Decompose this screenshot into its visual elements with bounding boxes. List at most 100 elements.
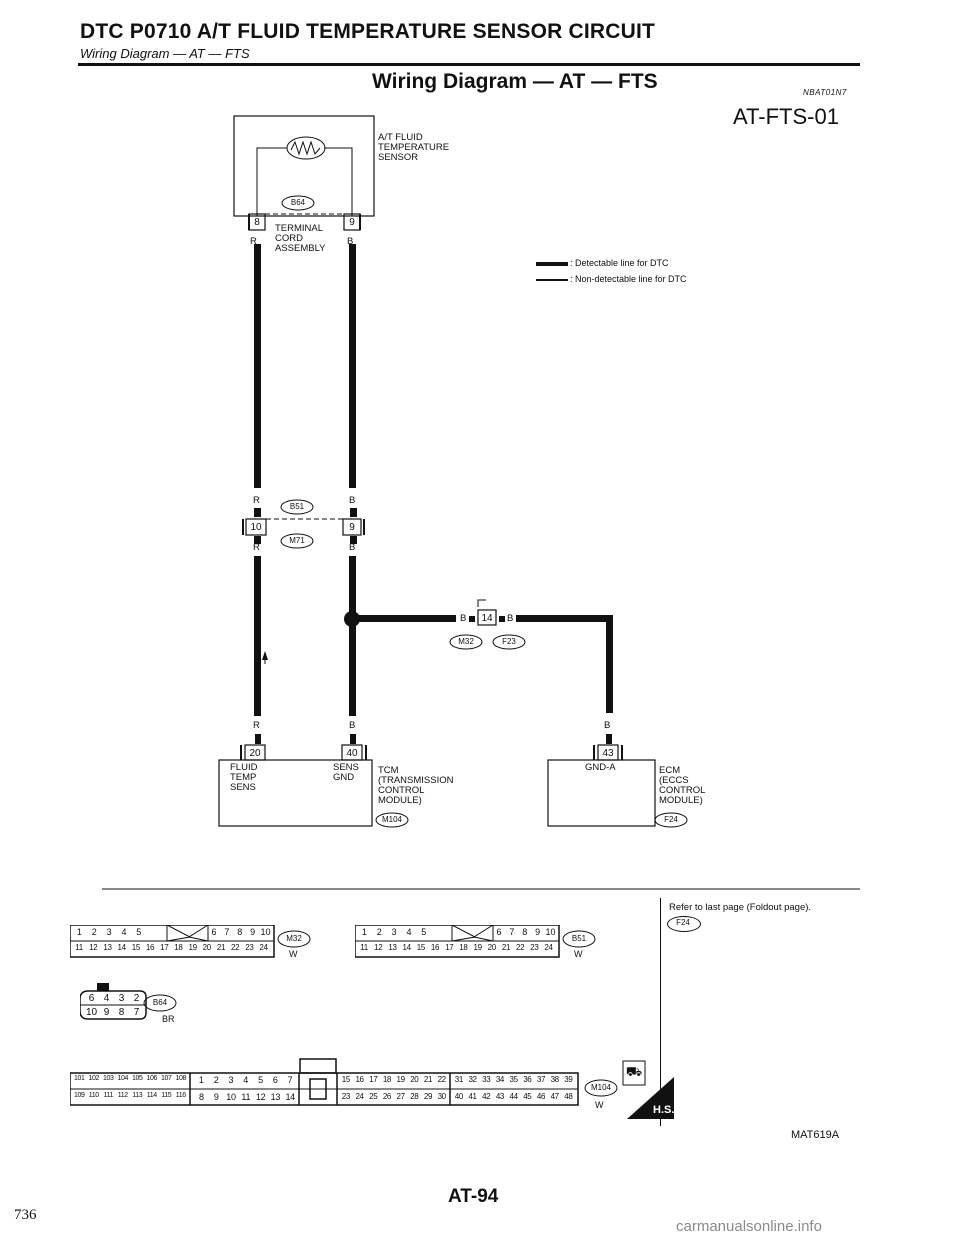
b51-pin: 20 [487, 943, 497, 952]
m32-housing-color: W [289, 949, 298, 959]
m71-connector-oval [280, 533, 314, 549]
sensor-label-line-1: A/T FLUID [378, 132, 423, 143]
m104-pin: 22 [437, 1075, 447, 1084]
terminal-line-3: ASSEMBLY [275, 243, 326, 254]
m104-pin: 21 [423, 1075, 433, 1084]
m104-pin: 14 [285, 1092, 295, 1102]
m104-pin: 25 [369, 1092, 378, 1101]
joint-color-b-upper: B [349, 495, 356, 506]
sensor-internal-wire [256, 147, 287, 216]
m104-pin: 27 [396, 1092, 406, 1101]
sensor-housing [233, 115, 375, 217]
m32-pin: 8 [237, 927, 243, 937]
m32-connector-oval [449, 634, 483, 650]
m104-g4-bottom: 40 41 42 43 44 45 46 47 48 [452, 1092, 576, 1101]
m104-pin: 30 [437, 1092, 447, 1101]
b64-pin: 8 [118, 1007, 125, 1018]
b51-pin: 9 [535, 927, 541, 937]
m32-pin: 17 [160, 943, 169, 952]
diagram-id: AT-FTS-01 [733, 104, 839, 129]
tcm-label-line-1: TCM [378, 765, 399, 776]
m32-pin: 2 [91, 927, 97, 937]
m104-pin: 19 [396, 1075, 406, 1084]
connector-m104: 101 102 103 104 105 106 107 108 109 110 … [70, 1055, 680, 1125]
m104-pin: 38 [550, 1075, 560, 1084]
ecm-label-line-4: MODULE) [659, 795, 703, 806]
m104-pin: 23 [341, 1092, 351, 1101]
m104-g2-top: 1 2 3 4 5 6 7 [194, 1075, 298, 1085]
m71-connector-name: M71 [289, 536, 305, 545]
b51-housing-color: W [574, 949, 583, 959]
b51-top-row: 1 2 3 4 5 6 7 8 9 10 [357, 927, 557, 940]
tcm-pin-40-box [341, 744, 363, 761]
b64-pin: 4 [103, 993, 110, 1004]
f24-connector-oval [654, 812, 688, 828]
b51-pin: 3 [391, 927, 397, 937]
m104-pin: 6 [272, 1075, 278, 1085]
b64-pin: 9 [103, 1007, 110, 1018]
m32-pin: 20 [202, 943, 212, 952]
m104-pin: 11 [241, 1092, 251, 1102]
m104-face [70, 1058, 674, 1119]
m32-pin: 21 [216, 943, 226, 952]
ecm-pin-43-box [597, 744, 619, 761]
m104-pin: 20 [410, 1075, 419, 1084]
legend: : Detectable line for DTC : Non-detectab… [536, 256, 756, 290]
sensor-label: A/T FLUID TEMPERATURE SENSOR [378, 133, 449, 163]
m32-pin: 6 [211, 927, 217, 937]
tcm-term-fluid-temp: FLUID TEMP SENS [230, 763, 257, 793]
m104-pin: 101 [74, 1075, 85, 1082]
sheet-number: 736 [14, 1207, 37, 1223]
b51-pin: 7 [509, 927, 515, 937]
b51-pin: 11 [360, 943, 368, 952]
tcm-label: TCM (TRANSMISSION CONTROL MODULE) [378, 766, 453, 806]
wire-color-r-top: R [250, 236, 257, 247]
b64-pin: 6 [88, 993, 95, 1004]
legend-non-detectable-line [536, 279, 568, 281]
m104-pin: 28 [410, 1092, 419, 1101]
b51-face [355, 925, 596, 958]
terminal-cord-label: TERMINAL CORD ASSEMBLY [275, 224, 326, 254]
tcm-term-left-line-1: FLUID [230, 762, 258, 773]
ecm-term-gnd-a: GND-A [585, 762, 616, 773]
tcm-box [218, 759, 373, 827]
m104-pin: 48 [564, 1092, 573, 1101]
m104-g4-top: 31 32 33 34 35 36 37 38 39 [452, 1075, 576, 1084]
ecm-label-line-1: ECM [659, 765, 681, 776]
b51-pin: 15 [416, 943, 426, 952]
tcm-pin-20-box [244, 744, 266, 761]
wire-b-ecm-down [606, 615, 613, 713]
m104-name: M104 [590, 1083, 611, 1092]
m32-pin: 3 [106, 927, 112, 937]
tcm-term-right-line-2: GND [333, 772, 355, 783]
harness-side-label: H.S. [653, 1104, 675, 1116]
m104-pin: 43 [495, 1092, 505, 1101]
m104-g2-bottom: 8 9 10 11 12 13 14 [194, 1092, 298, 1102]
b64-pin-8: 8 [254, 217, 260, 228]
m104-pin: 15 [341, 1075, 351, 1084]
b51-pin: 5 [421, 927, 427, 937]
joint-color-r-lower: R [253, 542, 260, 553]
section-title: Wiring Diagram — AT — FTS [372, 70, 658, 93]
m104-g3-top: 15 16 17 18 19 20 21 22 [339, 1075, 449, 1084]
m104-pin: 13 [270, 1092, 281, 1102]
joint-color-b-lower: B [349, 542, 356, 553]
foldout-divider [660, 898, 661, 1126]
wire-color-b-top: B [347, 236, 354, 247]
figure-code: MAT619A [791, 1129, 840, 1141]
m104-pin: 1 [198, 1075, 204, 1085]
b51-pin: 21 [501, 943, 511, 952]
m104-pin: 32 [468, 1075, 477, 1084]
m104-pin: 46 [536, 1092, 546, 1101]
tcm-pin-40: 40 [346, 748, 358, 759]
m32-name: M32 [286, 934, 302, 943]
b51-pin-10: 10 [250, 522, 262, 533]
m104-pin: 37 [536, 1075, 546, 1084]
m104-pin: 34 [495, 1075, 505, 1084]
m104-housing-color: W [595, 1100, 604, 1110]
m32-pin: 15 [131, 943, 141, 952]
wiring-diagram [102, 115, 860, 890]
m104-pin: 47 [550, 1092, 560, 1101]
m32-connector-name: M32 [458, 637, 474, 646]
b51-pin: 13 [388, 943, 397, 952]
